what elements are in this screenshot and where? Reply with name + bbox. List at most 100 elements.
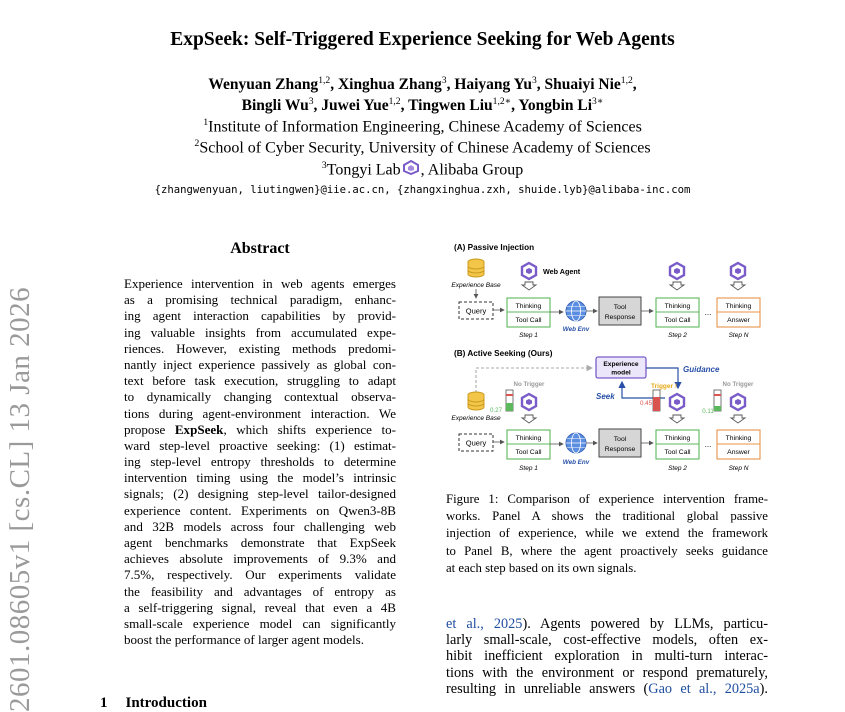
figure-1-diagram: (A) Passive Injection Experience Base Qu…: [451, 243, 761, 472]
web-agent-icon-a3: [729, 261, 747, 281]
step1-label-b: Step 1: [519, 465, 538, 472]
author-affiliation-marker: 1,2: [620, 75, 633, 86]
step2-box-b: [655, 429, 700, 460]
tongyi-logo-icon: [402, 160, 419, 176]
introduction-heading: 1 Introduction: [100, 695, 225, 712]
affiliation-3-text-before: Tongyi Lab: [326, 161, 401, 179]
step2-label-a: Step 2: [668, 332, 687, 339]
step1-label-a: Step 1: [519, 332, 538, 339]
stepN-box-a: [716, 297, 761, 328]
experience-base-label: Experience Base: [451, 282, 501, 289]
query-box-b: [458, 433, 494, 452]
answer-label-b: Answer: [727, 449, 750, 456]
citation-link[interactable]: et al., 2025: [446, 616, 523, 632]
experience-base-icon-b: [467, 391, 485, 411]
arxiv-identifier: 2601.08605v1 [cs.CL] 13 Jan 2026: [4, 286, 36, 712]
affiliation-2: 2School of Cyber Security, University of…: [0, 138, 845, 157]
query-label-a: Query: [466, 307, 487, 316]
abstract-line: ing step-level entropy thresholds to det…: [124, 454, 396, 470]
tool-call-label-b1: Tool Call: [515, 449, 542, 456]
thinking-label-bN: Thinking: [726, 435, 752, 442]
thinking-label-a1: Thinking: [516, 303, 542, 310]
abstract-line: propose ExpSeek, which shifts experience…: [124, 421, 397, 437]
answer-label-a: Answer: [727, 317, 750, 324]
abstract-heading: Abstract: [230, 240, 290, 257]
seek-label: Seek: [596, 392, 615, 401]
query-box-a: [458, 301, 494, 320]
body-line-2: larly small-scale, cost-effective models…: [446, 632, 768, 649]
author-affiliation-marker: 3∗: [592, 96, 604, 107]
section-title: Introduction: [125, 695, 207, 711]
tool-call-label-b2: Tool Call: [664, 449, 691, 456]
entropy-fill-2: [653, 397, 660, 411]
author-affiliation-marker: 3: [532, 75, 537, 86]
step2-label-b: Step 2: [668, 465, 687, 472]
experience-base-label-b: Experience Base: [451, 415, 501, 422]
abstract-line: riences. However, existing methods predo…: [124, 340, 396, 356]
abstract-line: agent benchmarks demonstrate that ExpSee…: [124, 535, 396, 550]
tool-response-box-b: [598, 428, 642, 458]
figure-1: (A) Passive Injection Experience Base Qu…: [446, 238, 774, 478]
body-line-3: hibit inefficient exploration in multi-t…: [446, 648, 768, 665]
no-trigger-label-1: No Trigger: [514, 381, 546, 388]
tool-call-label-a1: Tool Call: [515, 317, 542, 324]
author-line-1: Wenyuan Zhang1,2, Xinghua Zhang3, Haiyan…: [208, 75, 637, 94]
entropy-value-N: 0.11: [702, 408, 714, 415]
ellipsis-a: ...: [705, 308, 712, 317]
thinking-label-b1: Thinking: [516, 435, 542, 442]
abstract-line: to dynamically changing contextual obser…: [124, 389, 396, 405]
experience-model-line2: model: [611, 370, 631, 377]
query-label-b: Query: [466, 439, 487, 448]
thinking-label-a2: Thinking: [665, 303, 691, 310]
citation-link[interactable]: Gao et al., 2025a: [648, 680, 760, 697]
web-agent-icon-bN: [729, 392, 747, 412]
entropy-value-1: 0.27: [490, 407, 503, 414]
abstract-line: signals; (2) designing step-level tailor…: [124, 486, 396, 502]
abstract-line: and 32B models across four challenging w…: [124, 518, 396, 534]
abstract-line: ward step-level proactive seeking: (1) e…: [124, 437, 396, 453]
caption-line: injection of experience, while we extend…: [446, 526, 768, 541]
web-env-label-a: Web Env: [563, 326, 590, 333]
affiliation-1-marker: 1: [203, 117, 209, 128]
author-name: Bingli Wu: [241, 97, 309, 115]
entropy-fill-1: [506, 403, 513, 411]
trigger-label: Trigger !: [651, 383, 677, 390]
author-name: Tingwen Liu: [408, 97, 493, 115]
web-env-label-b: Web Env: [563, 459, 590, 466]
web-env-icon-b: [565, 432, 587, 454]
abstract-line: 7.5%, respectively. Our experiments vali…: [124, 567, 396, 583]
panel-b-title: (B) Active Seeking (Ours): [454, 349, 553, 358]
caption-line: works. Panel A shows the traditional glo…: [446, 509, 768, 524]
stepN-label-b: Step N: [729, 465, 749, 472]
author-name: Shuaiyi Nie: [544, 76, 621, 94]
section-number: 1: [100, 695, 108, 711]
abstract-line: achieves absolute improvements of 9.3% a…: [124, 551, 396, 567]
abstract-body: Experience intervention in web agents em…: [124, 276, 396, 648]
experience-base-icon: [467, 258, 485, 278]
abstract-line: intervention timing using the model’s in…: [124, 470, 396, 486]
abstract-line: Experience intervention in web agents em…: [124, 276, 396, 291]
author-affiliation-marker: 1,2∗: [492, 96, 512, 107]
thinking-label-b2: Thinking: [665, 435, 691, 442]
abstract-line: small-scale experience model can signifi…: [124, 615, 396, 631]
panel-a-title: (A) Passive Injection: [454, 243, 534, 252]
body-line-4: tions with the environment or respond pr…: [446, 664, 768, 681]
tool-response-line1-b: Tool: [614, 436, 627, 443]
body-line-5: resulting in unreliable answers (Gao et …: [446, 680, 768, 697]
tool-response-line2-a: Response: [605, 314, 636, 321]
web-agent-icon-b1: [520, 392, 538, 412]
abstract-line: text before task execution, struggling t…: [124, 373, 396, 389]
abstract-line: experience content. Experiments on Qwen3…: [124, 502, 396, 518]
affiliation-1-text: Institute of Information Engineering, Ch…: [208, 118, 642, 136]
no-trigger-label-N: No Trigger: [723, 381, 755, 388]
author-affiliation-marker: 1,2: [318, 75, 331, 86]
caption-line: at each step based on its own signals.: [446, 560, 637, 575]
abstract-line: tions during agent-environment interacti…: [124, 405, 396, 421]
ellipsis-b: ...: [705, 440, 712, 449]
abstract-line: boost the performance of larger agent mo…: [124, 632, 364, 648]
affiliation-3-marker: 3: [321, 160, 327, 171]
guidance-label: Guidance: [683, 365, 720, 374]
author-name: Wenyuan Zhang: [208, 76, 319, 94]
caption-line: to Panel B, where the agent proactively …: [446, 543, 768, 558]
body-line-1: et al., 2025). Agents powered by LLMs, p…: [446, 616, 769, 632]
